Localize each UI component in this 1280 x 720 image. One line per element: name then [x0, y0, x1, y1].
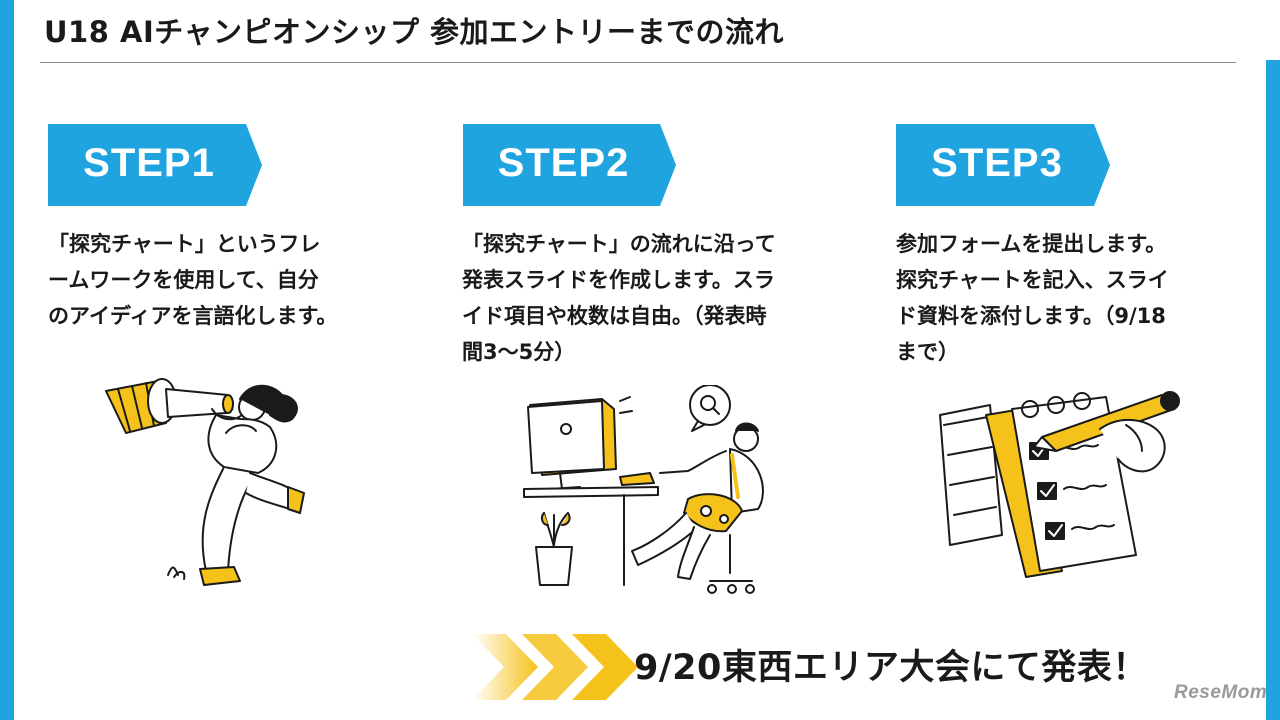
- step1-line: ームワークを使用して、自分: [48, 268, 319, 292]
- left-accent-bar: [0, 0, 14, 720]
- step2-banner-shape: [463, 124, 676, 206]
- step1-line: のアイディアを言語化します。: [48, 304, 338, 328]
- step1-banner: STEP1: [48, 124, 262, 206]
- step3-line: 探究チャートを記入、スライ: [896, 268, 1169, 292]
- title-divider: [40, 62, 1236, 63]
- step3-banner: STEP3: [896, 124, 1110, 206]
- checklist-pencil-illustration: [930, 385, 1200, 595]
- step2-description: 「探究チャート」の流れに沿って 発表スライドを作成します。スラ イド項目や枚数は…: [462, 226, 842, 370]
- step3-label: STEP3: [931, 141, 1063, 185]
- step3-line: ド資料を添付します。（9/18: [896, 304, 1166, 328]
- step2-line: イド項目や枚数は自由。（発表時: [462, 304, 767, 328]
- step3-line: まで）: [896, 340, 959, 364]
- resemom-logo: ReseMom: [1174, 682, 1268, 703]
- right-accent-bar: [1266, 60, 1280, 720]
- step1-banner-shape: [48, 124, 262, 206]
- chevron-arrows-icon: [472, 634, 642, 704]
- step2-banner: STEP2: [463, 124, 676, 206]
- announcement-text: 9/20東西エリア大会にて発表！: [634, 648, 1148, 688]
- step2-line: 発表スライドを作成します。スラ: [462, 268, 775, 292]
- telescope-person-illustration: [100, 375, 320, 595]
- step3-line: 参加フォームを提出します。: [896, 232, 1167, 256]
- step2-line: 間3〜5分）: [462, 340, 576, 364]
- step2-line: 「探究チャート」の流れに沿って: [462, 232, 776, 256]
- desk-computer-person-illustration: [520, 385, 770, 600]
- page-title: U18 AIチャンピオンシップ 参加エントリーまでの流れ: [44, 15, 785, 49]
- step1-label: STEP1: [83, 141, 215, 185]
- step3-description: 参加フォームを提出します。 探究チャートを記入、スライ ド資料を添付します。（9…: [896, 226, 1226, 370]
- step3-banner-shape: [896, 124, 1110, 206]
- step1-description: 「探究チャート」というフレ ームワークを使用して、自分 のアイディアを言語化しま…: [48, 226, 418, 334]
- step1-line: 「探究チャート」というフレ: [48, 232, 321, 256]
- step2-label: STEP2: [497, 141, 630, 185]
